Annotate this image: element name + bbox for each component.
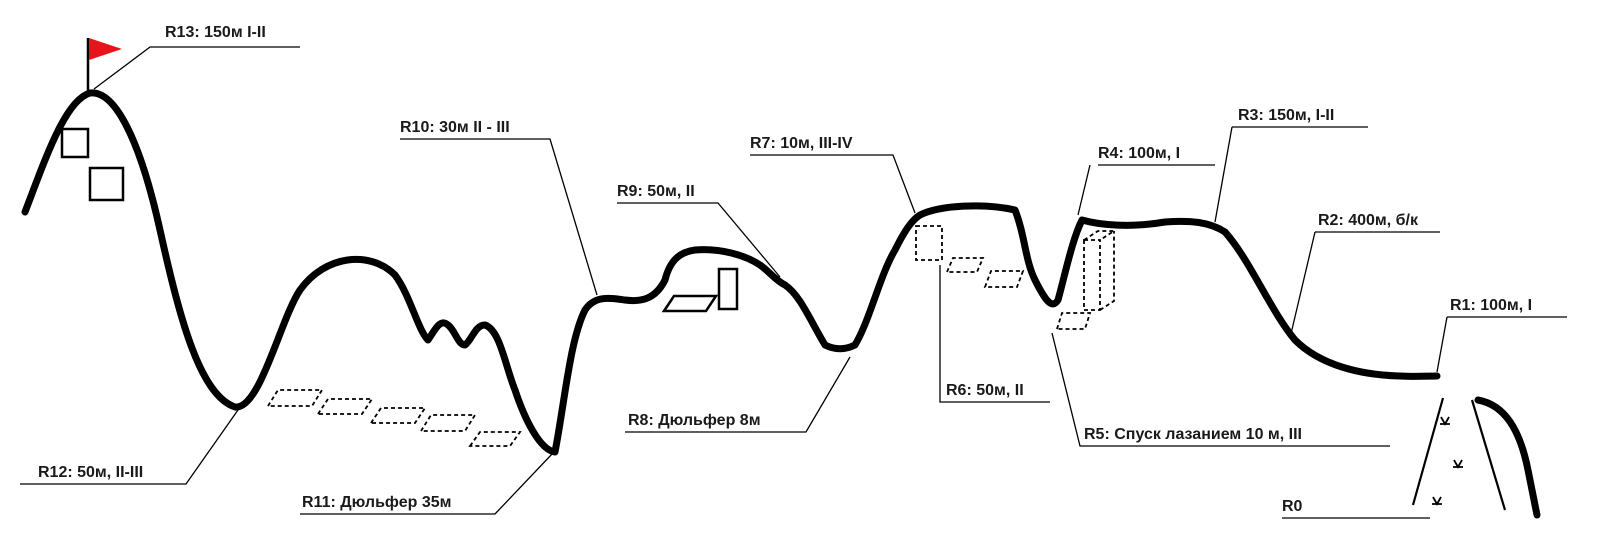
leader-lines (20, 46, 1567, 519)
label-r0: R0 (1282, 498, 1303, 515)
route-labels: R13: 150м I-II R10: 30м II - III R9: 50м… (38, 24, 1532, 515)
label-r1: R1: 100м, I (1450, 297, 1532, 314)
label-r2: R2: 400м, б/к (1318, 212, 1419, 229)
label-r12: R12: 50м, II-III (38, 464, 143, 481)
section-marker-parallelogram (661, 294, 719, 313)
dashed-markers-r12-r11 (266, 389, 522, 447)
grass-tuft-icon (1432, 416, 1463, 506)
section-marker-rect (717, 267, 739, 311)
label-r3: R3: 150м, I-II (1238, 107, 1334, 124)
label-r6: R6: 50м, II (946, 382, 1024, 399)
label-r8: R8: Дюльфер 8м (628, 412, 761, 429)
label-r5: R5: Спуск лазанием 10 м, III (1084, 426, 1302, 443)
section-marker-square (60, 127, 90, 159)
red-flag-icon (86, 38, 122, 91)
dashed-markers-r4-r5 (1055, 230, 1118, 330)
label-r9: R9: 50м, II (617, 183, 695, 200)
ridge-profile-right (1474, 396, 1541, 519)
dashed-markers-r6 (915, 225, 1025, 288)
approach-gully-left (1411, 397, 1445, 506)
section-marker-square (88, 166, 125, 202)
label-r11: R11: Дюльфер 35м (302, 494, 451, 511)
label-r4: R4: 100м, I (1098, 145, 1180, 162)
label-r7: R7: 10м, III-IV (750, 135, 853, 152)
approach-gully-right (1470, 399, 1507, 511)
ridge-profile-main (21, 89, 1441, 456)
label-r10: R10: 30м II - III (400, 119, 510, 136)
label-r13: R13: 150м I-II (165, 24, 266, 41)
